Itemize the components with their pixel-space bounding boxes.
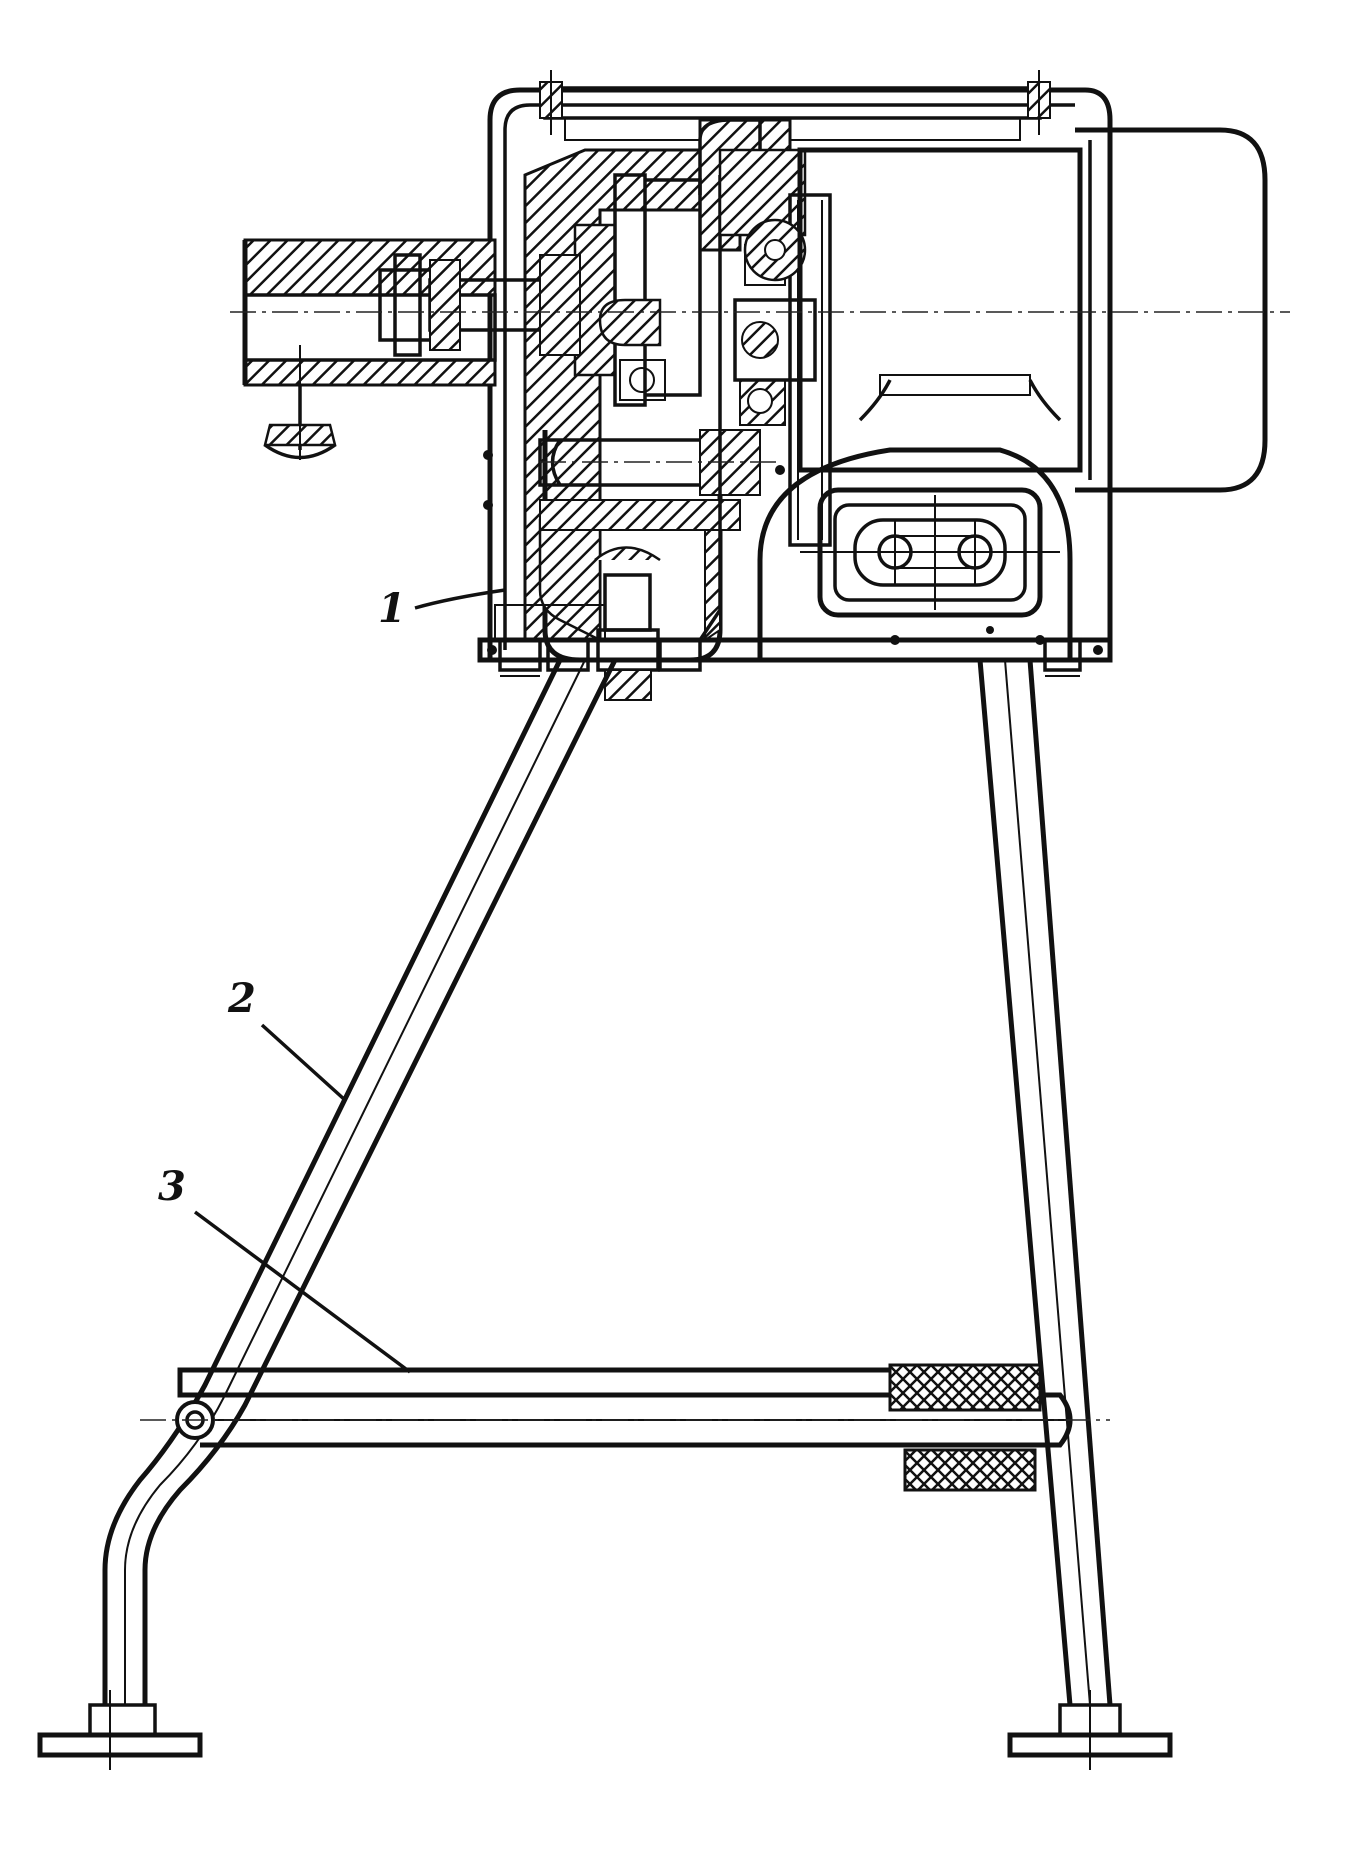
cross-bar [140, 1363, 1110, 1492]
base-plate [477, 604, 1113, 677]
callout-label-2: 2 [227, 975, 256, 1022]
gear-chamber [483, 118, 832, 701]
output-spout [242, 238, 581, 460]
callout-label-3: 3 [158, 1163, 186, 1210]
callout-leaders [193, 588, 506, 1374]
callout-label-1: 1 [378, 585, 406, 632]
stand-frame [37, 658, 1173, 1770]
gearbox-housing [487, 70, 1113, 663]
electric-motor [757, 127, 1268, 660]
